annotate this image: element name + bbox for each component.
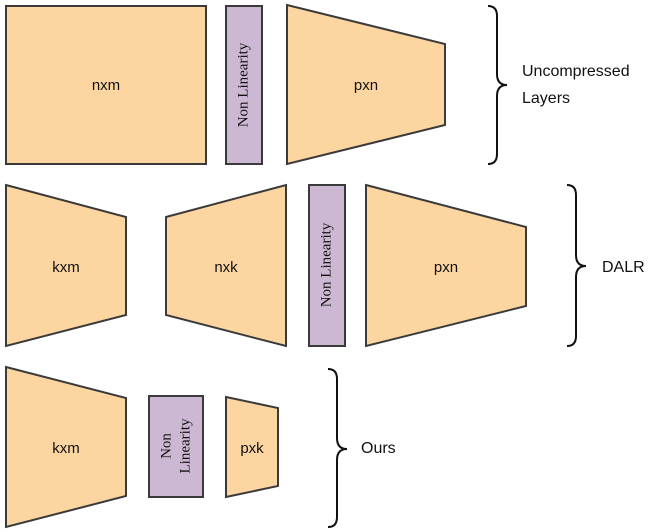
matrix-pxk-trapezoid xyxy=(225,395,279,499)
row-uncompressed: nxm Non Linearity pxn Uncompressed Layer… xyxy=(5,3,630,166)
matrix-pxn-label: pxn xyxy=(354,77,378,94)
matrix-nxk-label: nxk xyxy=(214,259,238,276)
nonlinearity-block xyxy=(308,184,346,347)
dalr-label: DALR xyxy=(602,259,645,276)
nonlinearity-label: Non Linearity xyxy=(158,418,193,473)
row-dalr: kxm nxk Non Linearity pxn DALR xyxy=(5,183,645,348)
matrix-pxn-trapezoid xyxy=(286,3,446,166)
matrix-kxm-label: kxm xyxy=(52,259,80,276)
uncompressed-layers-label: Uncompressed xyxy=(522,63,630,80)
ours-label: Ours xyxy=(361,440,396,457)
matrix-nxk-trapezoid xyxy=(165,183,287,348)
right-brace xyxy=(327,368,348,528)
nonlinearity-label-line-1: Non xyxy=(158,433,174,459)
matrix-pxn-trapezoid xyxy=(365,183,527,348)
label-line-1: Uncompressed xyxy=(522,63,630,80)
matrix-nxm-label: nxm xyxy=(92,77,120,94)
nonlinearity-label: Non Linearity xyxy=(235,42,251,127)
row-ours: kxm Non Linearity pxk Ours xyxy=(5,365,396,529)
matrix-kxm-trapezoid xyxy=(5,183,127,348)
right-brace xyxy=(566,184,587,347)
matrix-nxm-block xyxy=(5,5,207,165)
matrix-pxk-label: pxk xyxy=(240,440,264,457)
nonlinearity-label: Non Linearity xyxy=(318,222,334,307)
matrix-kxm-trapezoid xyxy=(5,365,127,529)
nonlinearity-label-line-2: Linearity xyxy=(177,418,193,473)
nonlinearity-block xyxy=(148,395,204,498)
matrix-kxm-label: kxm xyxy=(52,440,80,457)
right-brace xyxy=(487,5,508,165)
matrix-pxn-label: pxn xyxy=(434,259,458,276)
nonlinearity-block xyxy=(225,5,263,165)
label-line-2: Layers xyxy=(522,90,570,107)
uncompressed-layers-label-2: Layers xyxy=(522,90,570,107)
